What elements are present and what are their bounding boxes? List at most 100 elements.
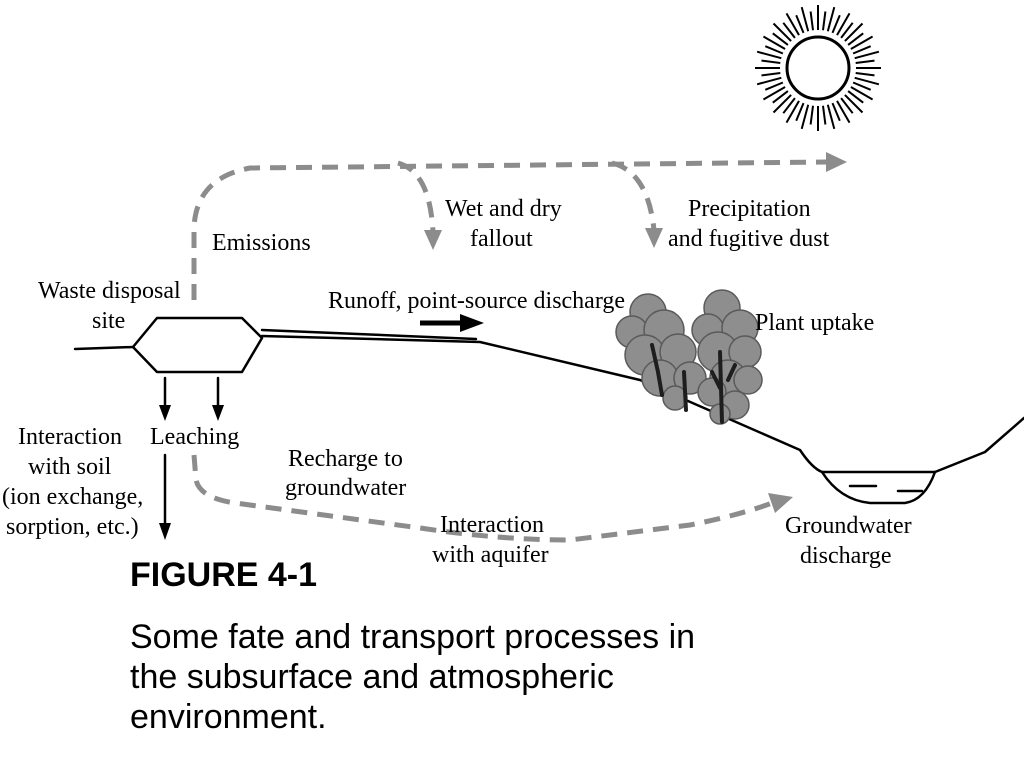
caption-line-1: Some fate and transport processes in — [130, 618, 695, 656]
pond-bed — [820, 470, 937, 505]
waste-site-label-line-1: Waste disposal — [38, 278, 181, 304]
caption-line-2: the subsurface and atmospheric — [130, 658, 614, 696]
sun-ray — [831, 14, 841, 34]
sun-ray — [809, 11, 814, 31]
sun-ray — [762, 35, 786, 50]
left-tree — [615, 293, 707, 412]
tree-trunk — [710, 370, 722, 390]
tree-foliage — [673, 361, 707, 395]
sun-ray — [822, 11, 827, 31]
sun-ray — [840, 97, 854, 114]
diagram-labels: Emissions Wet and dry fallout Precipitat… — [2, 196, 912, 569]
recharge-label-line-2: groundwater — [285, 475, 406, 501]
sun-ray — [855, 72, 875, 77]
sun-ray — [772, 22, 792, 42]
recharge-label-line-1: Recharge to — [288, 446, 403, 472]
left-ground-line — [73, 345, 135, 351]
emissions-arrowhead — [826, 152, 847, 172]
waste-site-label-line-2: site — [92, 308, 125, 334]
aquifer-interaction-label-line-1: Interaction — [440, 512, 544, 538]
sun-ray — [854, 76, 880, 86]
upper-slope-line — [260, 328, 478, 341]
right-tree — [691, 289, 763, 425]
sun-ray — [836, 12, 851, 36]
fallout-arrowhead — [424, 230, 442, 250]
recharge-dashed-arrow — [191, 454, 773, 543]
wet-dry-fallout-label-line-2: fallout — [470, 226, 533, 252]
soil-interaction-label-line-2: with soil — [28, 454, 112, 480]
sun-ray — [764, 45, 784, 55]
sun-ray — [762, 86, 786, 101]
runoff-arrow — [420, 314, 484, 332]
soil-interaction-label-line-1: Interaction — [18, 424, 122, 450]
soil-interaction-label-line-4: sorption, etc.) — [6, 514, 139, 540]
sun-ray — [764, 81, 784, 91]
soil-interaction-label-line-3: (ion exchange, — [2, 484, 143, 510]
precipitation-dashed-arrow — [611, 160, 657, 231]
sun-ray — [756, 76, 782, 86]
sun-ray — [785, 100, 800, 124]
figure-number: FIGURE 4-1 — [130, 556, 317, 594]
sun-ray — [852, 45, 872, 55]
leaching-label: Leaching — [150, 424, 239, 450]
atmospheric-pathway — [191, 152, 847, 300]
groundwater-pathway — [191, 454, 793, 543]
sun-ray — [761, 72, 781, 77]
sun-ray — [822, 105, 827, 125]
sun-ray — [809, 105, 814, 125]
sun-ray — [772, 32, 789, 46]
sun-ray — [761, 59, 781, 64]
sun-ray — [826, 6, 836, 32]
tree-trunk — [650, 343, 664, 397]
waste-disposal-site — [131, 316, 264, 374]
caption-line-3: environment. — [130, 698, 327, 736]
precipitation-label-line-1: Precipitation — [688, 196, 811, 222]
sun-ray — [800, 6, 810, 32]
precipitation-arrowhead — [645, 228, 663, 248]
sun-disc — [785, 35, 851, 101]
sun-ray — [855, 59, 875, 64]
tree-foliage — [733, 365, 763, 395]
sun-ray — [772, 94, 792, 114]
precipitation-label-line-2: and fugitive dust — [668, 226, 830, 252]
sun-ray — [831, 102, 841, 122]
sun-icon — [755, 5, 881, 131]
sun-ray — [844, 22, 864, 42]
leaching-arrows — [159, 376, 224, 540]
runoff-arrowhead — [460, 314, 484, 332]
sun-ray — [782, 22, 796, 39]
groundwater-discharge-label-line-2: discharge — [800, 543, 892, 569]
sun-ray — [785, 12, 800, 36]
fallout-dashed-arrow — [397, 160, 436, 233]
right-bank-line — [933, 416, 1024, 474]
emissions-dashed-arrow — [191, 159, 829, 300]
sun-ray — [852, 81, 872, 91]
ground-profile — [73, 316, 1024, 505]
groundwater-discharge-label-line-1: Groundwater — [785, 513, 912, 539]
wet-dry-fallout-label-line-1: Wet and dry — [445, 196, 562, 222]
leaching-arrowhead-right — [212, 405, 224, 421]
sun-ray — [772, 90, 789, 104]
sun-ray — [836, 100, 851, 124]
leaching-arrowhead-left — [159, 405, 171, 421]
aquifer-interaction-label-line-2: with aquifer — [432, 542, 549, 568]
plant-uptake-label: Plant uptake — [755, 310, 874, 336]
sun-ray — [756, 50, 782, 60]
groundwater-discharge-arrowhead — [768, 493, 793, 513]
sun-ray — [840, 22, 854, 39]
tree-trunk — [682, 370, 688, 412]
sun-ray — [782, 97, 796, 114]
sun-rays — [755, 5, 881, 131]
tree-trunk — [726, 363, 737, 382]
sun-ray — [850, 86, 874, 101]
deep-leaching-arrowhead — [159, 523, 171, 540]
emissions-label: Emissions — [212, 230, 311, 256]
sun-ray — [854, 50, 880, 60]
tree-icon — [615, 289, 763, 425]
sun-ray — [826, 104, 836, 130]
sun-ray — [800, 104, 810, 130]
sun-ray — [795, 14, 805, 34]
sun-ray — [795, 102, 805, 122]
figure-caption: FIGURE 4-1 Some fate and transport proce… — [130, 556, 695, 736]
